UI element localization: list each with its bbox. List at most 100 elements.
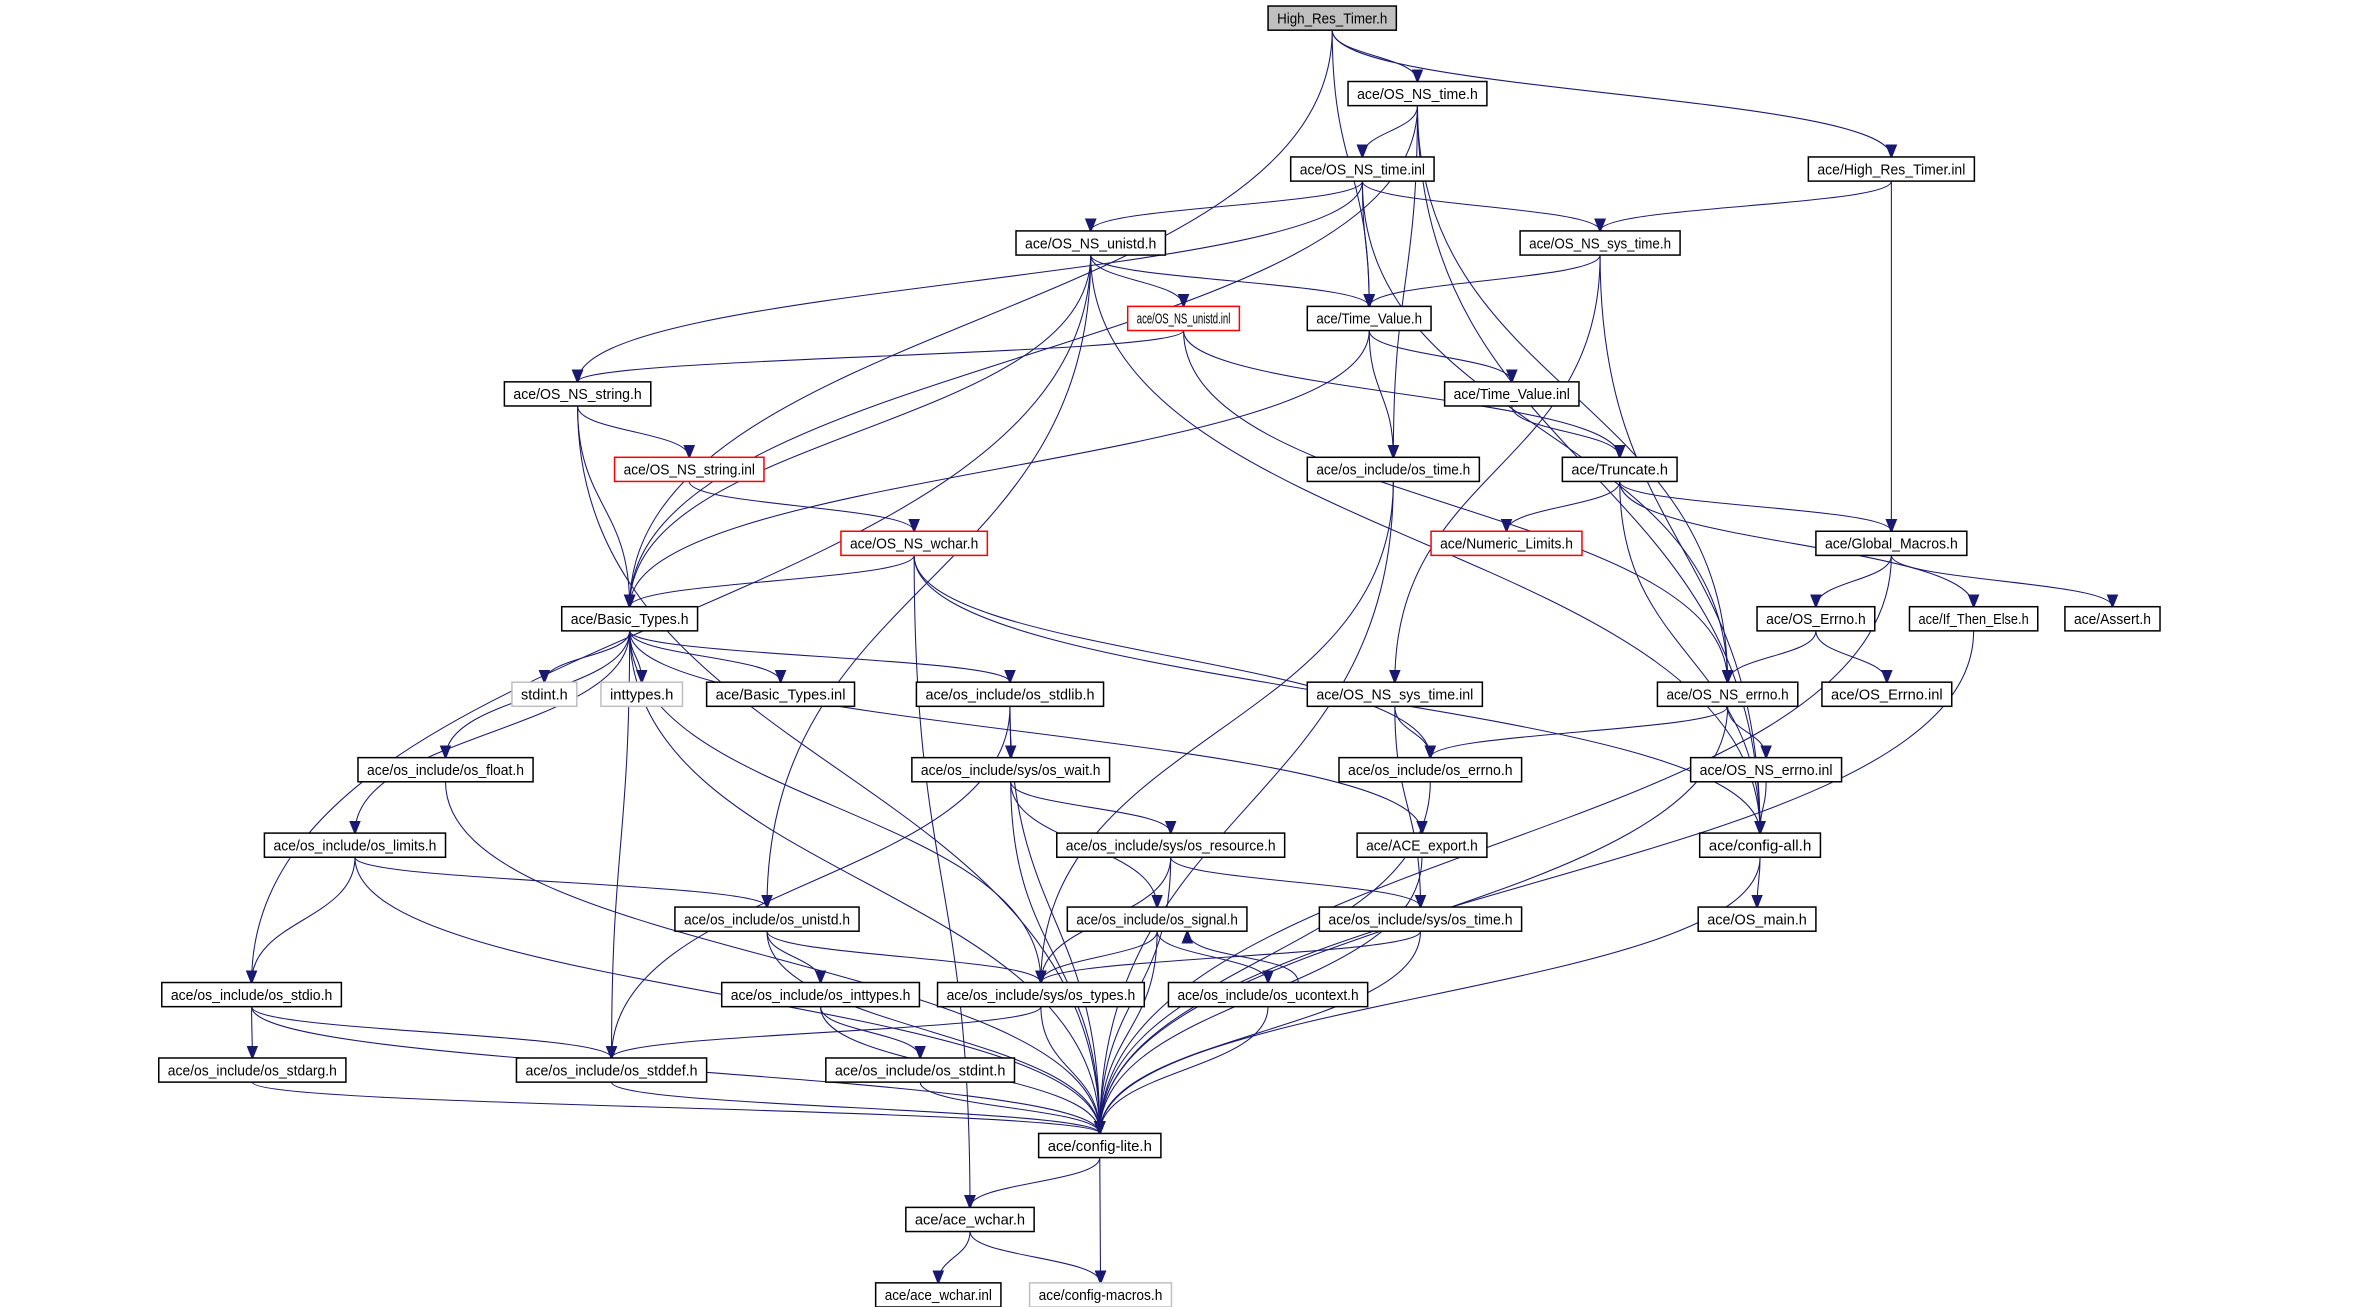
node-label: ace/os_include/os_errno.h bbox=[1348, 763, 1513, 779]
edge-ns_wchar_h-to-basic_types_h bbox=[630, 555, 915, 606]
edge-os_stdio_h-to-os_stdarg_h bbox=[252, 1006, 253, 1058]
node-ns-sys-time-h[interactable]: ace/OS_NS_sys_time.h bbox=[1519, 230, 1681, 256]
node-assert-h[interactable]: ace/Assert.h bbox=[2064, 605, 2161, 632]
node-os-errno-cap-h[interactable]: ace/OS_Errno.h bbox=[1756, 605, 1876, 632]
node-box bbox=[1267, 5, 1398, 31]
node-box bbox=[1443, 381, 1580, 407]
edge-basic_types_h-to-ace_export_h bbox=[629, 630, 1422, 833]
node-ns-wchar-h[interactable]: ace/OS_NS_wchar.h bbox=[840, 530, 989, 557]
node-label: ace/os_include/os_ucontext.h bbox=[1178, 988, 1359, 1004]
edge-ns_string_h-to-basic_types_h bbox=[577, 405, 630, 607]
node-ace-wchar-h[interactable]: ace/ace_wchar.h bbox=[905, 1206, 1035, 1233]
edge-config_lite_h-to-config_macros_h bbox=[1100, 1157, 1101, 1283]
node-basic-types-h[interactable]: ace/Basic_Types.h bbox=[560, 605, 699, 632]
node-label: inttypes.h bbox=[610, 688, 673, 704]
node-ns-string-inl[interactable]: ace/OS_NS_string.inl bbox=[613, 456, 765, 483]
node-box bbox=[1656, 681, 1799, 708]
node-os-stdio-h[interactable]: ace/os_include/os_stdio.h bbox=[161, 981, 343, 1008]
node-hrt-inl[interactable]: ace/High_Res_Timer.inl bbox=[1807, 156, 1976, 182]
node-ace-export-h[interactable]: ace/ACE_export.h bbox=[1356, 832, 1488, 859]
node-config-lite-h[interactable]: ace/config-lite.h bbox=[1037, 1132, 1162, 1159]
node-ns-time-inl[interactable]: ace/OS_NS_time.inl bbox=[1289, 156, 1435, 182]
node-os-limits-h[interactable]: ace/os_include/os_limits.h bbox=[263, 832, 447, 859]
edge-ns_unistd_h-to-config_all_h bbox=[1090, 255, 1760, 833]
node-box bbox=[1037, 1132, 1162, 1159]
edge-ns_unistd_h-to-ns_unistd_inl bbox=[1090, 254, 1184, 306]
edge-ns_time_inl-to-ns_string_h bbox=[578, 181, 1363, 382]
node-os-inttypes-h[interactable]: ace/os_include/os_inttypes.h bbox=[720, 981, 921, 1008]
node-os-stdint-h[interactable]: ace/os_include/os_stdint.h bbox=[825, 1057, 1016, 1083]
node-os-main-h[interactable]: ace/OS_main.h bbox=[1697, 906, 1817, 932]
node-sys-os-time-h[interactable]: ace/os_include/sys/os_time.h bbox=[1318, 906, 1523, 932]
edge-os_signal_h-to-config_lite_h bbox=[1100, 931, 1158, 1133]
node-os-errno-cap-inl[interactable]: ace/OS_Errno.inl bbox=[1821, 681, 1953, 708]
node-os-types-h[interactable]: ace/os_include/sys/os_types.h bbox=[936, 981, 1146, 1008]
node-label: ace/os_include/sys/os_resource.h bbox=[1066, 838, 1276, 854]
edge-os_stdio_h-to-os_stddef_h bbox=[251, 1006, 612, 1058]
node-os-unistd-h[interactable]: ace/os_include/os_unistd.h bbox=[674, 906, 860, 932]
node-basic-types-inl[interactable]: ace/Basic_Types.inl bbox=[705, 681, 856, 708]
edge-hrt_inl-to-ns_sys_time_h bbox=[1600, 180, 1892, 231]
edge-tv_h-to-os_time_h bbox=[1368, 330, 1393, 458]
node-os-wait-h[interactable]: ace/os_include/sys/os_wait.h bbox=[911, 756, 1111, 783]
node-box bbox=[357, 756, 534, 783]
node-os-signal-h[interactable]: ace/os_include/os_signal.h bbox=[1066, 906, 1248, 932]
node-label: ace/os_include/os_stddef.h bbox=[526, 1063, 698, 1079]
node-os-float-h[interactable]: ace/os_include/os_float.h bbox=[357, 756, 534, 783]
node-label: ace/OS_NS_time.inl bbox=[1300, 162, 1425, 178]
node-config-all-h[interactable]: ace/config-all.h bbox=[1698, 832, 1822, 859]
edge-ns_errno_h-to-ns_errno_inl bbox=[1727, 706, 1766, 757]
edge-if_then_else_h-to-config_lite_h bbox=[1100, 630, 1975, 1134]
edge-os_wait_h-to-config_lite_h bbox=[1010, 781, 1100, 1134]
node-os-errno-h[interactable]: ace/os_include/os_errno.h bbox=[1338, 756, 1523, 783]
node-os-time-h[interactable]: ace/os_include/os_time.h bbox=[1306, 456, 1481, 483]
node-box bbox=[936, 981, 1146, 1008]
node-ns-sys-time-inl[interactable]: ace/OS_NS_sys_time.inl bbox=[1306, 681, 1484, 708]
node-box bbox=[1015, 230, 1167, 256]
node-if-then-else-h[interactable]: ace/If_Then_Else.h bbox=[1908, 605, 2039, 632]
edge-ns_time_inl-to-ns_errno_h bbox=[1361, 181, 1727, 682]
node-tv-h[interactable]: ace/Time_Value.h bbox=[1306, 305, 1432, 332]
node-label: ace/config-all.h bbox=[1709, 838, 1812, 854]
node-box bbox=[1167, 981, 1369, 1008]
node-box bbox=[1821, 681, 1953, 708]
node-global-macros-h[interactable]: ace/Global_Macros.h bbox=[1815, 530, 1968, 557]
edge-basic_types_h-to-config_lite_h bbox=[629, 630, 1100, 1134]
node-hrt-h[interactable]: High_Res_Timer.h bbox=[1267, 5, 1398, 31]
node-ns-unistd-h[interactable]: ace/OS_NS_unistd.h bbox=[1015, 230, 1167, 256]
node-config-macros-h[interactable]: ace/config-macros.h bbox=[1028, 1282, 1173, 1307]
edge-os_limits_h-to-os_stdio_h bbox=[252, 857, 356, 982]
node-os-stdlib-h[interactable]: ace/os_include/os_stdlib.h bbox=[915, 681, 1105, 708]
node-label: ace/Numeric_Limits.h bbox=[1440, 537, 1573, 553]
edge-basic_types_h-to-os_stddef_h bbox=[612, 630, 631, 1058]
edge-os_wait_h-to-os_resource_h bbox=[1010, 781, 1171, 833]
node-label: ace/OS_NS_unistd.h bbox=[1025, 236, 1156, 252]
node-truncate-h[interactable]: ace/Truncate.h bbox=[1561, 456, 1678, 483]
edge-os_float_h-to-config_lite_h bbox=[444, 781, 1100, 1134]
edge-ns_sys_time_inl-to-os_errno_h bbox=[1394, 706, 1430, 757]
node-os-ucontext-h[interactable]: ace/os_include/os_ucontext.h bbox=[1167, 981, 1369, 1008]
node-box bbox=[915, 681, 1105, 708]
node-os-stddef-h[interactable]: ace/os_include/os_stddef.h bbox=[515, 1057, 708, 1083]
node-ns-unistd-inl[interactable]: ace/OS_NS_unistd.inl bbox=[1126, 305, 1241, 332]
edge-os_inttypes_h-to-os_stdint_h bbox=[820, 1006, 921, 1058]
node-os-resource-h[interactable]: ace/os_include/sys/os_resource.h bbox=[1056, 832, 1286, 859]
edge-ns_errno_h-to-os_errno_h bbox=[1430, 706, 1729, 757]
node-inttypes-h[interactable]: inttypes.h bbox=[600, 681, 684, 708]
node-box bbox=[1347, 80, 1488, 107]
node-os-stdarg-h[interactable]: ace/os_include/os_stdarg.h bbox=[158, 1057, 347, 1083]
node-stdint-h[interactable]: stdint.h bbox=[511, 681, 578, 708]
edge-os_signal_h-to-os_types_h bbox=[1041, 931, 1158, 982]
node-ns-time-h[interactable]: ace/OS_NS_time.h bbox=[1347, 80, 1488, 107]
node-ace-wchar-inl[interactable]: ace/ace_wchar.inl bbox=[874, 1282, 1002, 1307]
node-label: ace/os_include/os_inttypes.h bbox=[731, 988, 911, 1004]
node-ns-string-h[interactable]: ace/OS_NS_string.h bbox=[503, 381, 652, 407]
edge-ns_unistd_h-to-tv_h bbox=[1090, 254, 1369, 306]
node-ns-errno-h[interactable]: ace/OS_NS_errno.h bbox=[1656, 681, 1799, 708]
edges-layer bbox=[252, 30, 2113, 1283]
node-numeric-limits-h[interactable]: ace/Numeric_Limits.h bbox=[1430, 530, 1583, 557]
node-tv-inl[interactable]: ace/Time_Value.inl bbox=[1443, 381, 1580, 407]
node-ns-errno-inl[interactable]: ace/OS_NS_errno.inl bbox=[1689, 756, 1843, 783]
edge-ns_wchar_h-to-os_errno_h bbox=[913, 555, 1430, 757]
node-label: ace/OS_NS_sys_time.inl bbox=[1316, 688, 1473, 704]
